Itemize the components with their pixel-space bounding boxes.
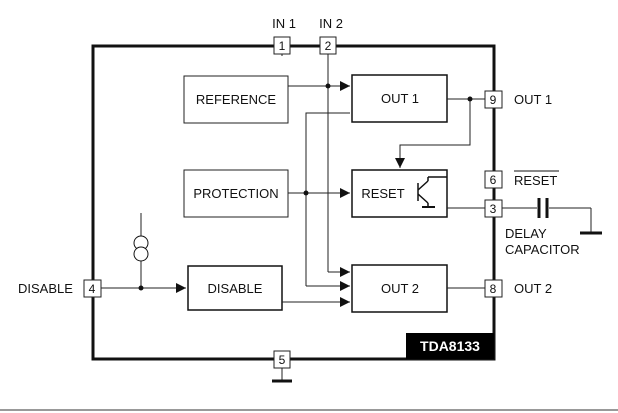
block-reference-label: REFERENCE [196,92,277,107]
pin-2-label: IN 2 [319,16,343,31]
transistor-icon [417,176,447,208]
pin-4-label: DISABLE [18,281,73,296]
pin-3-number: 3 [490,202,497,216]
block-out1-label: OUT 1 [381,91,419,106]
pin-3-label: DELAY [505,226,547,241]
pin-9-label: OUT 1 [514,92,552,107]
block-reset: RESET [351,169,448,218]
pin-1: 1 [273,36,291,55]
block-protection-label: PROTECTION [193,186,278,201]
pin-4: 4 [83,279,102,298]
pin-5: 5 [273,350,291,369]
chip-name-badge: TDA8133 [406,333,494,359]
pin-1-label: IN 1 [272,16,296,31]
block-protection: PROTECTION [183,169,289,218]
pin-1-number: 1 [279,39,286,53]
block-out2: OUT 2 [351,264,448,313]
pin-3-label-2: CAPACITOR [505,242,580,257]
pin-4-number: 4 [89,282,96,296]
pin-8-number: 8 [490,282,497,296]
block-reference: REFERENCE [183,75,289,124]
pin-9: 9 [484,90,503,109]
pin-5-number: 5 [279,353,286,367]
pin-2-number: 2 [325,39,332,53]
wires [101,54,592,380]
pin-6-number: 6 [490,173,497,187]
capacitor-icon [537,198,549,218]
block-out2-label: OUT 2 [381,281,419,296]
current-source-icon [133,235,149,262]
pin-8: 8 [484,279,503,298]
block-reset-label: RESET [361,186,404,201]
pin-3: 3 [484,199,503,218]
block-disable: DISABLE [187,265,283,311]
junction-dots [138,83,473,291]
pin-6: 6 [484,170,503,189]
chip-name: TDA8133 [420,338,480,354]
block-out1: OUT 1 [351,74,448,123]
pin-8-label: OUT 2 [514,281,552,296]
block-disable-label: DISABLE [208,281,263,296]
pin-6-label: RESET [514,173,557,188]
pin-2: 2 [319,36,337,55]
pin-9-number: 9 [490,93,497,107]
